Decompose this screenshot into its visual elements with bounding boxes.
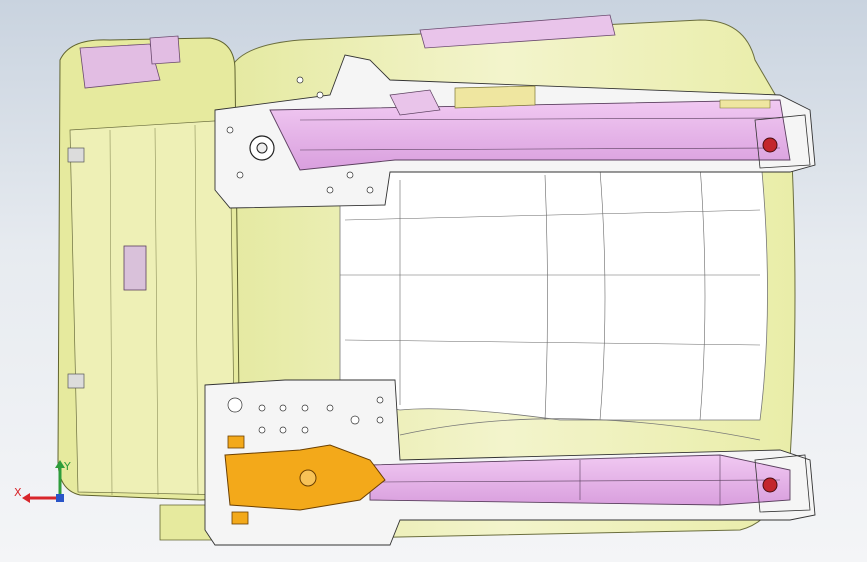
rear-pivot-pin	[762, 477, 778, 493]
seatback[interactable]	[57, 35, 241, 541]
y-axis-label: Y	[63, 460, 71, 473]
track-spring	[454, 85, 536, 109]
rear-pivot-pin	[762, 137, 778, 153]
orientation-triad: X Y	[14, 460, 71, 503]
z-axis-marker	[56, 494, 64, 502]
x-axis-label: X	[14, 486, 22, 499]
track-bracket-holes	[226, 76, 374, 194]
cushion-handle	[419, 14, 616, 49]
upper-seat-track[interactable]	[214, 54, 816, 209]
mount-clip	[67, 373, 85, 389]
recliner-lever-pocket	[123, 245, 147, 291]
mount-clip	[67, 147, 85, 163]
lower-bracket-holes	[227, 396, 384, 434]
headrest-post	[79, 43, 161, 89]
lower-seat-track[interactable]	[204, 379, 816, 546]
